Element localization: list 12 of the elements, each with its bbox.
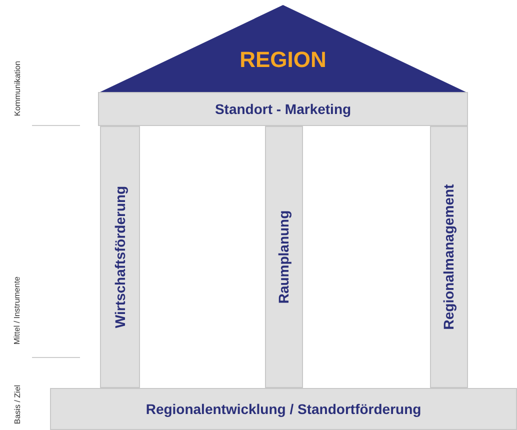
- pillar-label: Raumplanung: [276, 210, 292, 304]
- pillar: [430, 126, 468, 388]
- pillar: [100, 126, 140, 388]
- level-label: Basis / Ziel: [12, 384, 22, 424]
- level-label: Kommunikation: [12, 60, 22, 116]
- roof-title: REGION: [240, 47, 326, 73]
- base-band: Regionalentwicklung / Standortförderung: [50, 388, 517, 430]
- pillar-label: Regionalmanagement: [441, 184, 457, 330]
- pillar-label: Wirtschaftsförderung: [112, 186, 128, 328]
- level-label: Mittel / Instrumente: [12, 276, 22, 344]
- beam-band: Standort - Marketing: [98, 92, 468, 126]
- pillar: [265, 126, 303, 388]
